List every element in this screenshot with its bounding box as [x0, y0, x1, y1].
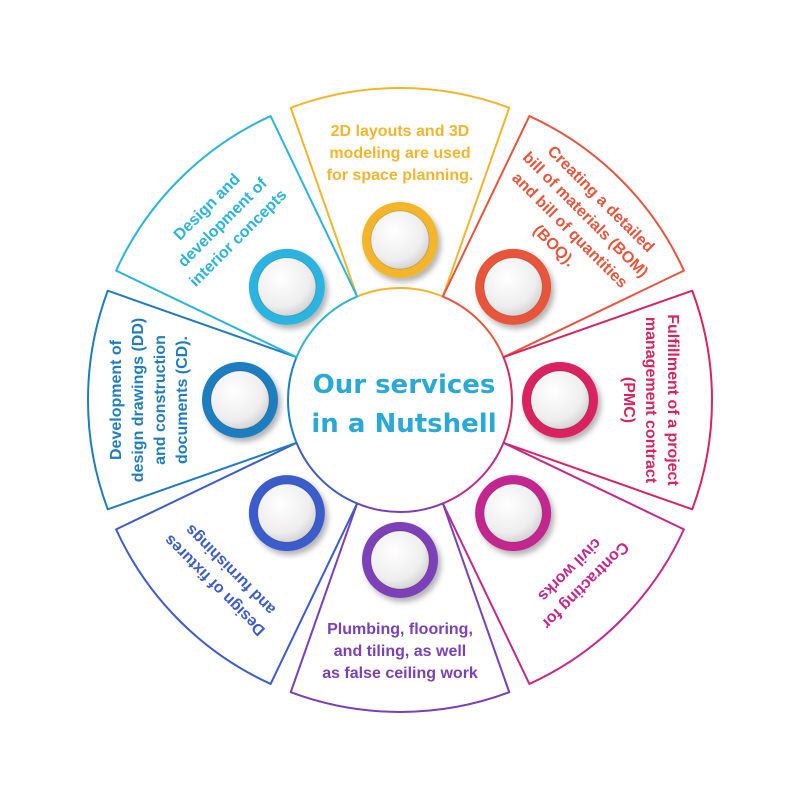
segment-knob-button[interactable] [362, 522, 438, 598]
center-title-line-2: in a Nutshell [311, 409, 496, 439]
segment-text-line: documents (CD). [174, 336, 191, 464]
segment-outline [86, 289, 298, 511]
segment-text-line: 2D layouts and 3D [331, 123, 470, 140]
knob-face [210, 370, 270, 430]
segment-knob-button[interactable] [248, 475, 325, 552]
segment-text-line: as false ceiling work [322, 665, 478, 682]
knob-face [483, 257, 543, 317]
knob-face [257, 257, 317, 317]
knob-face [530, 370, 590, 430]
segment-text: Development of design drawings (DD) and co… [108, 318, 191, 482]
center-title-line-1: Our services [313, 370, 496, 400]
segment-knob-button[interactable] [362, 202, 438, 278]
center-title: Our services in a Nutshell [311, 370, 496, 439]
knob-face [257, 483, 317, 543]
segment-knob-button[interactable] [202, 362, 278, 438]
segment-knob-button[interactable] [522, 362, 598, 438]
segment-text-line: and construction [152, 335, 169, 465]
segment-text-line: for space planning. [327, 167, 474, 184]
segment-text: 2D layouts and 3D modeling are used for sp… [327, 123, 474, 184]
segment-text-line: modeling are used [329, 145, 470, 162]
knob-face [370, 210, 430, 270]
segment-knob-button[interactable] [475, 475, 552, 552]
segment-outline [289, 502, 511, 714]
segment-text-line: management contract [642, 317, 659, 484]
segment-text: Fulfillment of a project management contr… [620, 314, 681, 486]
segment-text-line: Fulfillment of a project [664, 314, 681, 486]
service-segment-1: 2D layouts and 3D modeling are used for sp… [289, 86, 511, 298]
segment-text-line: design drawings (DD) [130, 318, 147, 482]
segment-text-line: Plumbing, flooring, [327, 621, 473, 638]
segment-text-line: (PMC) [620, 377, 637, 423]
service-segment-5: Plumbing, flooring, and tiling, as well as… [289, 502, 511, 714]
segment-text-line: and tiling, as well [334, 643, 466, 660]
segment-knob-button[interactable] [248, 248, 325, 325]
service-segment-7: Development of design drawings (DD) and co… [86, 289, 298, 511]
segment-outline [502, 289, 714, 511]
knob-face [370, 530, 430, 590]
segment-knob-button[interactable] [475, 248, 552, 325]
service-segment-3: Fulfillment of a project management contr… [502, 289, 714, 511]
segment-outline [289, 86, 511, 298]
segment-text-line: Development of [108, 339, 125, 460]
knob-face [483, 483, 543, 543]
segment-text: Plumbing, flooring, and tiling, as well as… [322, 621, 478, 682]
